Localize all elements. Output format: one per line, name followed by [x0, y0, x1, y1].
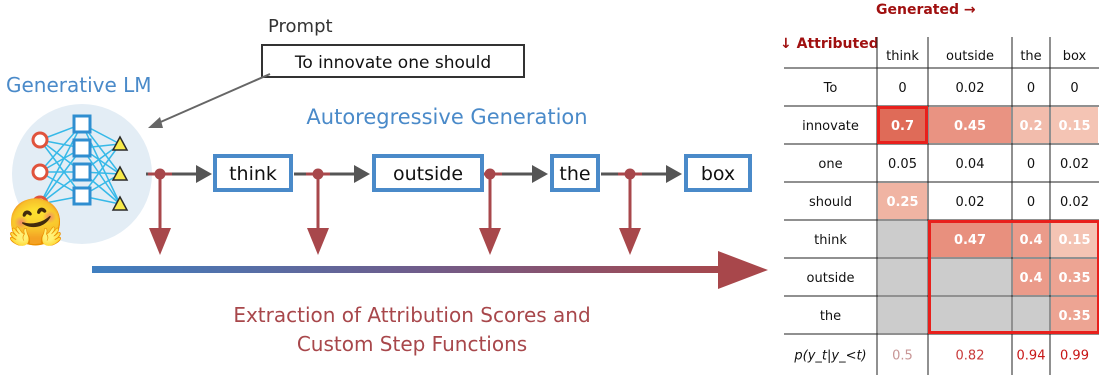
- cell-bg-4-2: [1013, 221, 1049, 257]
- col-header-box: box: [1063, 49, 1087, 64]
- prompt-box: [261, 44, 525, 78]
- cell-value: 0.04: [956, 157, 985, 172]
- token-text-outside: outside: [393, 163, 463, 185]
- cell-value: 0.47: [954, 233, 986, 248]
- cell-value: 0.02: [956, 195, 985, 210]
- flow-arrow-0-head: [196, 165, 212, 183]
- col-header-the: the: [1020, 49, 1041, 64]
- flow-arrow-3-head: [666, 165, 682, 183]
- prompt-to-model-arrowhead: [148, 117, 163, 128]
- cell-bg-3-0: [878, 183, 927, 219]
- col-header-outside: outside: [946, 49, 994, 64]
- row-header-the: the: [820, 309, 841, 324]
- prob-value: 0.82: [956, 349, 985, 364]
- highlight-innovate-think: [877, 106, 928, 144]
- token-box-think: [213, 154, 293, 192]
- cell-bg-5-2: [1013, 259, 1049, 295]
- hugging-face-emoji: 🤗: [7, 195, 64, 249]
- generation-label: Autoregressive Generation: [306, 105, 587, 129]
- cell-value: 0: [1070, 81, 1078, 96]
- cell-bg-6-2: [1013, 297, 1049, 333]
- token-box-outside: [372, 154, 484, 192]
- cell-value: 0: [1027, 157, 1035, 172]
- prompt-text: To innovate one should: [294, 53, 491, 73]
- prob-value: 0.94: [1017, 349, 1046, 364]
- cell-bg-1-3: [1051, 107, 1098, 143]
- attributed-header: ↓ Attributed: [780, 36, 879, 52]
- cell-value: 0.15: [1058, 119, 1090, 134]
- prob-value: 0.5: [892, 349, 913, 364]
- cell-value: 0.05: [888, 157, 917, 172]
- col-header-think: think: [886, 49, 919, 64]
- cell-bg-6-0: [878, 297, 927, 333]
- cell-value: 0: [1027, 81, 1035, 96]
- token-text-box: box: [701, 163, 735, 185]
- extraction-arrowhead: [718, 251, 768, 289]
- prob-row-label: p(y_t|y_<t): [793, 349, 866, 364]
- table-grid: [784, 37, 1099, 375]
- model-label: Generative LM: [6, 73, 152, 97]
- extraction-label-line2: Custom Step Functions: [297, 332, 527, 356]
- cell-value: 0.4: [1019, 271, 1042, 286]
- cell-value: 0.2: [1019, 119, 1042, 134]
- cell-bg-1-0: [878, 107, 927, 143]
- down-arrowhead-1: [307, 228, 329, 255]
- cell-value: 0.45: [954, 119, 986, 134]
- cell-bg-6-1: [929, 297, 1011, 333]
- token-box-the: [550, 154, 600, 192]
- generated-header: Generated →: [876, 2, 976, 18]
- cell-value: 0: [1027, 195, 1035, 210]
- cell-bg-1-1: [929, 107, 1011, 143]
- cell-value: 0.7: [891, 119, 914, 134]
- row-header-should: should: [809, 195, 852, 210]
- token-box-box: [684, 154, 752, 192]
- extraction-arrow-shaft: [92, 266, 732, 273]
- cell-value: 0.02: [1060, 157, 1089, 172]
- cell-bg-5-3: [1051, 259, 1098, 295]
- down-arrowhead-0: [149, 228, 171, 255]
- row-header-one: one: [818, 157, 842, 172]
- cell-value: 0.4: [1019, 233, 1042, 248]
- cell-bg-1-2: [1013, 107, 1049, 143]
- cell-bg-4-1: [929, 221, 1011, 257]
- flow-arrow-1-head: [354, 165, 370, 183]
- prompt-label: Prompt: [268, 16, 333, 37]
- neural-network-icon: [12, 104, 152, 244]
- cell-value: 0.35: [1058, 271, 1090, 286]
- row-header-think: think: [814, 233, 847, 248]
- token-text-the: the: [559, 163, 590, 185]
- cell-value: 0.02: [1060, 195, 1089, 210]
- token-text-think: think: [229, 163, 277, 185]
- cell-value: 0: [898, 81, 906, 96]
- cell-value: 0.02: [956, 81, 985, 96]
- cell-bg-4-0: [878, 221, 927, 257]
- cell-value: 0.35: [1058, 309, 1090, 324]
- cell-bg-5-1: [929, 259, 1011, 295]
- down-arrowhead-2: [479, 228, 501, 255]
- generation-flow: think outside the box: [146, 154, 752, 255]
- flow-arrow-2-head: [532, 165, 548, 183]
- row-header-outside: outside: [807, 271, 855, 286]
- extraction-label-line1: Extraction of Attribution Scores and: [233, 303, 590, 327]
- down-arrowhead-3: [619, 228, 641, 255]
- prob-value: 0.99: [1060, 349, 1089, 364]
- cell-bg-5-0: [878, 259, 927, 295]
- cell-value: 0.25: [886, 195, 918, 210]
- cell-bg-4-3: [1051, 221, 1098, 257]
- row-header-To: To: [823, 81, 838, 96]
- cell-bg-6-3: [1051, 297, 1098, 333]
- prompt-to-model-arrow: [155, 73, 271, 125]
- cell-value: 0.15: [1058, 233, 1090, 248]
- row-header-innovate: innovate: [802, 119, 859, 134]
